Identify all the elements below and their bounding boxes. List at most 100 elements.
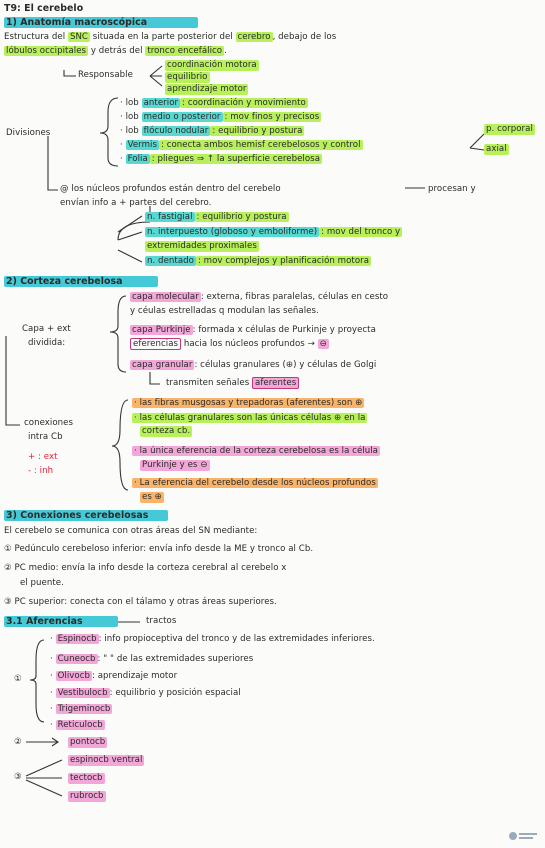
conexion-text: · las células granulares son las únicas … xyxy=(132,413,368,423)
pedunculo-medio: ② PC medio: envía la info desde la corte… xyxy=(4,563,287,573)
conexion-4-cont: es ⊕ xyxy=(140,492,164,503)
brace-capas xyxy=(109,295,127,373)
description-highlight: : coordinación y movimiento xyxy=(180,98,308,108)
group-2-marker: ② xyxy=(14,737,22,747)
term-highlight: n. interpuesto (globoso y emboliforme) xyxy=(145,227,320,237)
conexion-2: · las células granulares son las únicas … xyxy=(132,413,368,424)
term-highlight: capa molecular xyxy=(130,292,201,302)
conexion-text: · las fibras musgosas y trepadoras (afer… xyxy=(132,398,365,408)
responsable-label: Responsable xyxy=(78,70,133,80)
aferencia-olivocb: · Olivocb: aprendizaje motor xyxy=(50,671,178,681)
section-1-header: 1) Anatomía macroscópica xyxy=(4,17,198,28)
s3-intro: El cerebelo se comunica con otras áreas … xyxy=(4,526,258,536)
eferencias-box: eferencias xyxy=(130,338,182,350)
tract-highlight: Vestibulocb xyxy=(55,688,110,698)
conexion-text: · La eferencia del cerebelo desde los nú… xyxy=(132,478,378,488)
description-text: : células granulares (⊕) y células de Go… xyxy=(194,360,377,370)
description-highlight: : mov del tronco y xyxy=(319,227,403,237)
conexion-2-cont: corteza cb. xyxy=(140,426,193,437)
aferencia-rubrocb: rubrocb xyxy=(68,791,106,802)
intro-text: Estructura del xyxy=(4,32,68,42)
pedunculo-superior: ③ PC superior: conecta con el tálamo y o… xyxy=(4,597,277,607)
section-2-header: 2) Corteza cerebelosa xyxy=(4,276,158,287)
term-highlight: capa Purkinje xyxy=(130,325,193,335)
brace-tractos3 xyxy=(25,759,63,797)
responsable-item: equilibrio xyxy=(165,72,210,83)
tract-description: : aprendizaje motor xyxy=(92,671,178,681)
brace-aferencias xyxy=(29,639,45,723)
nucleos-line2: envían info a + partes del cerebro. xyxy=(60,198,212,208)
brace-conexiones xyxy=(111,399,129,491)
capa-purkinje: capa Purkinje: formada x células de Purk… xyxy=(130,325,376,336)
aferencia-espinocb-ventral: espinocb ventral xyxy=(68,755,145,766)
pedunculo-inferior: ① Pedúnculo cerebeloso inferior: envía i… xyxy=(4,544,314,554)
nucleo-interpuesto-cont: extremidades proximales xyxy=(145,241,259,252)
intro-text: situada en la parte posterior del xyxy=(90,32,236,42)
bullet-text: · lob xyxy=(120,126,142,136)
capa-granular-cont: transmiten señales aferentes xyxy=(166,377,300,389)
description-highlight: : conecta ambos hemisf cerebelosos y con… xyxy=(159,140,363,150)
snc-highlight: SNC xyxy=(67,32,90,42)
term-highlight: capa granular xyxy=(130,360,195,370)
term-highlight: n. dentado xyxy=(145,256,196,266)
brace-responsable xyxy=(149,65,163,87)
term-highlight: medio o posterior xyxy=(141,112,223,122)
bullet-text: · lob xyxy=(120,112,142,122)
section-31-header: 3.1 Aferencias xyxy=(4,616,118,627)
description-text: : externa, fibras paralelas, células en … xyxy=(200,292,389,302)
description-text: hacia los núcleos profundos xyxy=(181,339,305,349)
arrow-pontocb xyxy=(26,737,59,747)
plus-ext-legend: + : ext xyxy=(28,452,58,462)
section-3-header: 3) Conexiones cerebelosas xyxy=(4,510,168,521)
nucleo-dentado: n. dentado: mov complejos y planificació… xyxy=(145,256,372,267)
page-title: T9: El cerebelo xyxy=(4,3,84,14)
cerebro-highlight: cerebro xyxy=(235,32,273,42)
division-folia: · Folia: pliegues ⇒ ↑ la superficie cere… xyxy=(120,154,323,164)
term-highlight: flóculo nodular xyxy=(141,126,211,136)
tract-description: : equilibrio y posición espacial xyxy=(109,688,241,698)
capa-molecular-cont: y céulas estrelladas q modulan las señal… xyxy=(130,306,319,316)
capa-purkinje-cont: eferencias hacia los núcleos profundos →… xyxy=(130,338,329,350)
aferentes-box: aferentes xyxy=(252,377,300,389)
aferencia-espinocb: · Espinocb: info propioceptiva del tronc… xyxy=(50,634,375,644)
tract-highlight: Reticulocb xyxy=(55,720,105,730)
conexion-4: · La eferencia del cerebelo desde los nú… xyxy=(132,478,378,489)
brace-nucleos xyxy=(117,215,143,263)
responsable-item: aprendizaje motor xyxy=(165,84,249,95)
conexion-text: · la única eferencia de la corteza cereb… xyxy=(132,446,380,456)
bullet-text: · lob xyxy=(120,98,142,108)
intro-text: , debajo de los xyxy=(272,32,337,42)
term-highlight: Vermis xyxy=(125,140,159,150)
responsable-item: coordinación motora xyxy=(165,60,259,71)
division-lob-anterior: · lob anterior: coordinación y movimient… xyxy=(120,98,308,109)
arrow-conexiones xyxy=(5,336,20,426)
aferencia-trigeminocb: · Trigeminocb xyxy=(50,704,113,714)
capa-label-1: Capa + ext xyxy=(22,324,71,334)
description-highlight: : mov finos y precisos xyxy=(222,112,322,122)
aferencia-tectocb: tectocb xyxy=(68,773,105,784)
description-highlight: : equilibrio y postura xyxy=(194,212,289,222)
tractos-label: tractos xyxy=(146,616,177,626)
conexion-3-cont: Purkinje y es ⊖ xyxy=(140,460,210,471)
aferencia-cuneocb: · Cuneocb: " " de las extremidades super… xyxy=(50,654,254,664)
watermark-logo-icon xyxy=(509,832,537,840)
axial-highlight: axial xyxy=(484,144,509,155)
conexion-1: · las fibras musgosas y trepadoras (afer… xyxy=(132,398,365,409)
tract-highlight: Espinocb xyxy=(55,634,99,644)
intro-text: . xyxy=(224,46,227,56)
nucleos-line1: @ los núcleos profundos están dentro del… xyxy=(60,184,281,194)
divisiones-label: Divisiones xyxy=(6,128,51,138)
tract-highlight: Olivocb xyxy=(55,671,92,681)
minus-sign: ⊖ xyxy=(317,339,329,349)
arrow-responsable xyxy=(63,70,76,77)
pedunculo-medio-cont: el puente. xyxy=(20,578,64,588)
brace-divisiones xyxy=(99,97,119,167)
s1-intro-line1: Estructura del SNC situada en la parte p… xyxy=(4,32,336,43)
capa-molecular: capa molecular: externa, fibras paralela… xyxy=(130,292,388,303)
tract-description: : info propioceptiva del tronco y de las… xyxy=(98,634,375,644)
conexiones-label-2: intra Cb xyxy=(28,432,63,442)
minus-inh-legend: - : inh xyxy=(28,466,54,476)
description-text: transmiten señales xyxy=(166,378,252,388)
